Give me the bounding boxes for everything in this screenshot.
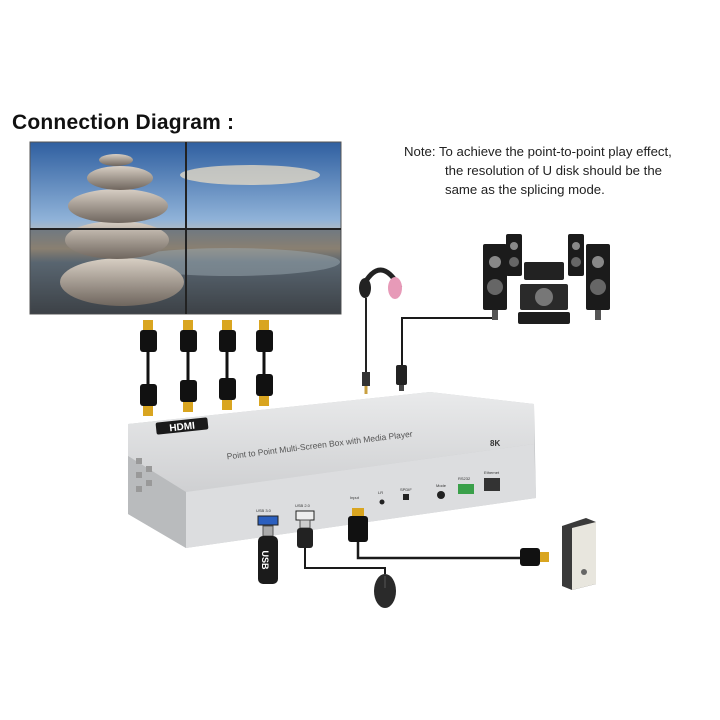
- page-title: Connection Diagram :: [12, 111, 235, 134]
- mouse-icon: [297, 519, 396, 608]
- media-player-box: HDMI Point to Point Multi-Screen Box wit…: [128, 392, 536, 548]
- resolution-badge: 8K: [490, 439, 500, 448]
- usb3-port: [257, 515, 279, 526]
- port-label-mode: Mode: [436, 483, 447, 488]
- headphones-icon: [359, 267, 403, 394]
- usb-stick: USB: [258, 525, 278, 584]
- mode-button: [437, 491, 445, 499]
- lr-jack: [379, 499, 385, 505]
- brand-logo-text: HDMI: [169, 421, 196, 435]
- hdmi-cable-4: [256, 320, 273, 406]
- hdmi-cable-1: [140, 320, 157, 416]
- port-label-usb20: USB 2.0: [295, 503, 311, 508]
- note-line-3: same as the splicing mode.: [445, 182, 605, 197]
- side-vents: [136, 458, 152, 492]
- hdmi-cable-3: [219, 320, 236, 410]
- port-label-usb30: USB 3.0: [256, 508, 272, 513]
- stacked-stones-image: [60, 154, 184, 306]
- port-label-rs232: RS232: [458, 476, 471, 481]
- note-line-2: the resolution of U disk should be the: [445, 163, 662, 178]
- ethernet-port: [484, 478, 500, 491]
- port-label-input: Input: [350, 495, 360, 500]
- speaker-system-icon: [483, 234, 610, 324]
- note-line-1: Note: To achieve the point-to-point play…: [404, 144, 672, 159]
- port-label-lr: LR: [378, 490, 383, 495]
- hdmi-logo: HDMI: [155, 417, 209, 435]
- usb2-port: [295, 510, 315, 521]
- note-text: Note: To achieve the point-to-point play…: [404, 142, 672, 199]
- hdmi-cable-2: [180, 320, 197, 412]
- hdmi-input-cable: [348, 508, 549, 566]
- port-label-ethernet: Ethernet: [484, 470, 500, 475]
- rs232-terminal: [458, 484, 474, 494]
- hdmi-cables-output: [140, 320, 273, 416]
- spdif-port: [403, 494, 409, 500]
- port-label-spdif: SPDIF: [400, 487, 412, 492]
- video-wall: [29, 141, 342, 315]
- source-device-icon: [562, 518, 596, 590]
- usb-stick-label: USB: [260, 550, 270, 570]
- spdif-cable: [396, 317, 493, 391]
